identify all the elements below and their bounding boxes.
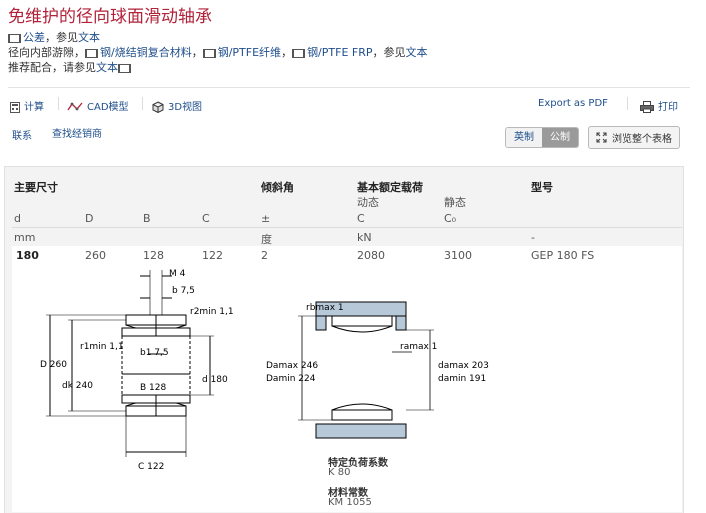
text-link-2[interactable]: 文本 (405, 46, 428, 59)
info-lines: 公差，参见文本 径向内部游隙，钢/烧结铜复合材料，钢/PTFE纤维，钢/PTFE… (8, 30, 428, 75)
symbol-cell: D (85, 212, 94, 225)
symbol-cell: d (14, 212, 21, 225)
divider (8, 87, 690, 88)
text-link-3[interactable]: 文本 (96, 61, 118, 74)
symbol-cell: B (143, 212, 151, 225)
bearing-drawing: M 4 b 7,5 r2min 1,1 r1min 1,1 b1 7,5 D 2… (40, 269, 234, 472)
find-dealer-link[interactable]: 查找经销商 (52, 129, 102, 140)
designation-value: GEP 180 FS (531, 249, 595, 262)
contact-link[interactable]: 联系 (12, 131, 32, 142)
unit-cell: - (531, 231, 535, 244)
dim-label-b1: b1 7,5 (140, 348, 169, 358)
dim-label-rb: rbmax 1 (306, 303, 344, 313)
row-divider (12, 227, 682, 228)
symbol-cell: C (202, 212, 210, 225)
document-icon (118, 63, 131, 73)
tilt-value: 2 (261, 249, 268, 262)
dim-label-da-max: damax 203 (438, 361, 489, 371)
outer-width-value: 122 (202, 249, 223, 262)
bore-value: 180 (16, 249, 39, 262)
document-icon (85, 48, 98, 58)
dim-label-b: b 7,5 (172, 286, 195, 296)
expand-icon (596, 132, 607, 143)
tilt-header: 倾斜角 (261, 181, 294, 194)
export-pdf-link[interactable]: Export as PDF (538, 98, 608, 109)
cad-model-link[interactable]: CAD模型 (67, 98, 129, 113)
3d-view-link[interactable]: 3D视图 (152, 98, 202, 113)
dim-label-da-min: damin 191 (438, 374, 486, 384)
dim-label-r1: r1min 1,1 (80, 342, 124, 352)
imperial-toggle[interactable]: 英制 (506, 128, 542, 147)
material-constant-value: KM 1055 (328, 497, 372, 508)
dim-label-d: d 180 (202, 375, 228, 385)
unit-cell: mm (14, 231, 36, 244)
dynamic-load-value: 2080 (357, 249, 385, 262)
material-constant-label: 材料常数 (328, 488, 368, 499)
info-line-fit: 推荐配合，请参见文本 (8, 60, 428, 75)
load-static-header: 静态 (444, 196, 466, 209)
symbol-cell: C₀ (444, 212, 457, 225)
main-dims-header: 主要尺寸 (14, 181, 58, 194)
document-icon (202, 48, 216, 58)
load-factor-value: K 80 (328, 467, 351, 478)
load-dynamic-header: 动态 (357, 196, 379, 209)
dim-label-Da-max: Damax 246 (266, 361, 318, 371)
dim-label-D: D 260 (40, 360, 67, 370)
document-icon (292, 48, 306, 58)
tolerance-link[interactable]: 公差 (23, 31, 45, 44)
dim-label-Da-min: Damin 224 (266, 374, 316, 384)
dim-label-B: B 128 (140, 383, 166, 393)
material-link-2[interactable]: 钢/PTFE纤维 (217, 46, 282, 59)
unit-cell: kN (357, 231, 372, 244)
dim-label-ra: ramax 1 (400, 342, 437, 352)
symbol-cell: C (357, 212, 365, 225)
text-link-1[interactable]: 文本 (78, 31, 100, 44)
static-load-value: 3100 (444, 249, 472, 262)
toolbar-separator (627, 97, 628, 110)
cad-icon (67, 102, 83, 111)
cube-icon (152, 101, 164, 113)
data-row-area (12, 246, 682, 512)
dim-label-C: C 122 (138, 462, 164, 472)
dim-label-M: M 4 (169, 269, 186, 279)
calc-link[interactable]: 计算 (10, 98, 44, 113)
printer-icon (640, 101, 654, 113)
load-header: 基本额定载荷 (357, 181, 423, 194)
document-icon (8, 33, 21, 43)
toolbar-separator (142, 97, 143, 110)
info-line-clearance: 径向内部游隙，钢/烧结铜复合材料，钢/PTFE纤维，钢/PTFE FRP，参见文… (8, 46, 428, 59)
material-link-3[interactable]: 钢/PTFE FRP (307, 46, 373, 59)
outer-diameter-value: 260 (85, 249, 106, 262)
inner-width-value: 128 (143, 249, 164, 262)
metric-toggle[interactable]: 公制 (542, 128, 578, 147)
toolbar-separator (58, 97, 59, 110)
print-link[interactable]: 打印 (640, 98, 678, 113)
mounting-drawing: rbmax 1 ramax 1 Damax 246 Damin 224 dama… (266, 301, 489, 439)
calculator-icon (10, 101, 20, 113)
material-link-1[interactable]: 钢/烧结铜复合材料 (100, 46, 192, 59)
symbol-cell: ± (261, 212, 271, 225)
unit-toggle: 英制 公制 (505, 127, 579, 148)
unit-cell: 度 (261, 233, 272, 246)
info-line-tolerance: 公差，参见文本 (8, 30, 428, 45)
load-factor-label: 特定负荷系数 (328, 458, 388, 469)
dim-label-dk: dk 240 (62, 381, 93, 391)
designation-header: 型号 (531, 181, 553, 194)
browse-table-button[interactable]: 浏览整个表格 (588, 126, 680, 149)
dim-label-r2: r2min 1,1 (190, 307, 234, 317)
page-title: 免维护的径向球面滑动轴承 (8, 7, 212, 27)
